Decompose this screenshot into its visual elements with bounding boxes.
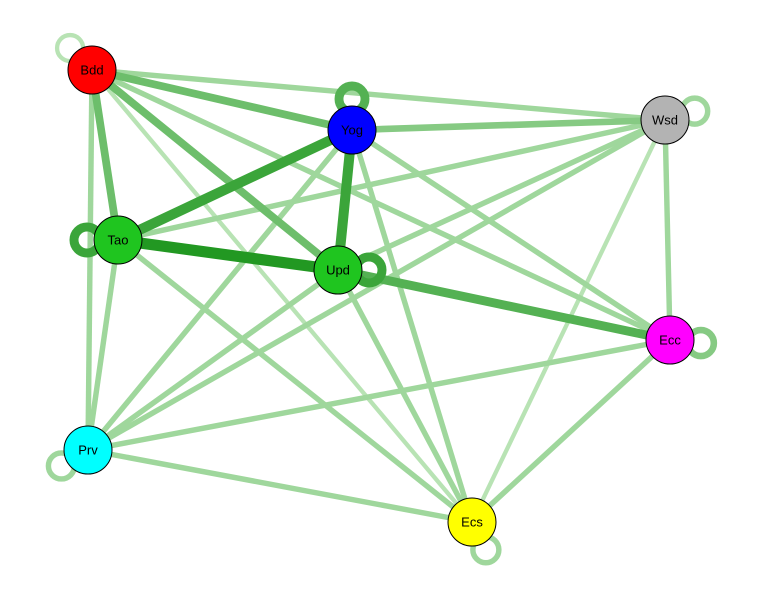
edge-bdd-tao <box>88 69 122 241</box>
edge-tao-prv <box>85 239 121 451</box>
edge-wsd-ecc <box>662 119 673 341</box>
node-prv: Prv <box>63 425 113 475</box>
node-upd: Upd <box>313 245 363 295</box>
edge-yog-tao <box>115 125 355 245</box>
node-label-upd: Upd <box>326 263 350 278</box>
edge-bdd-ecs <box>90 68 474 524</box>
edge-tao-ecs <box>116 237 474 525</box>
edge-upd-ecs <box>335 268 475 524</box>
edge-prv-ecs <box>87 447 473 525</box>
node-wsd: Wsd <box>640 95 690 145</box>
edge-yog-ecs <box>349 129 475 523</box>
node-circle-prv <box>63 425 113 475</box>
node-circle-ecs <box>447 497 497 547</box>
node-label-yog: Yog <box>341 123 363 138</box>
node-tao: Tao <box>93 215 143 265</box>
node-circle-bdd <box>67 45 117 95</box>
node-circle-upd <box>313 245 363 295</box>
edge-bdd-wsd <box>91 67 666 123</box>
node-label-bdd: Bdd <box>80 63 103 78</box>
node-ecs: Ecs <box>447 497 497 547</box>
node-label-prv: Prv <box>78 443 98 458</box>
edge-tao-wsd <box>117 117 666 243</box>
node-label-ecs: Ecs <box>461 515 483 530</box>
edge-ecc-ecs <box>470 337 672 525</box>
node-circle-yog <box>327 105 377 155</box>
edge-upd-prv <box>86 267 340 453</box>
edge-ecc-prv <box>87 337 671 453</box>
edge-bdd-upd <box>89 66 341 274</box>
node-circle-tao <box>93 215 143 265</box>
node-yog: Yog <box>327 105 377 155</box>
edge-yog-ecc <box>350 127 672 343</box>
edge-yog-wsd <box>351 116 666 134</box>
node-circle-ecc <box>645 315 695 365</box>
node-bdd: Bdd <box>67 45 117 95</box>
edges-layer <box>85 66 673 525</box>
edge-upd-wsd <box>336 117 667 273</box>
edge-bdd-ecc <box>90 67 672 343</box>
edge-upd-ecc <box>337 265 671 345</box>
edge-bdd-prv <box>85 69 95 451</box>
node-label-ecc: Ecc <box>659 333 681 348</box>
node-label-wsd: Wsd <box>652 113 678 128</box>
node-ecc: Ecc <box>645 315 695 365</box>
edge-bdd-yog <box>91 66 353 134</box>
node-circle-wsd <box>640 95 690 145</box>
edge-yog-prv <box>85 128 355 452</box>
node-label-tao: Tao <box>108 233 129 248</box>
edge-tao-upd <box>117 234 339 276</box>
